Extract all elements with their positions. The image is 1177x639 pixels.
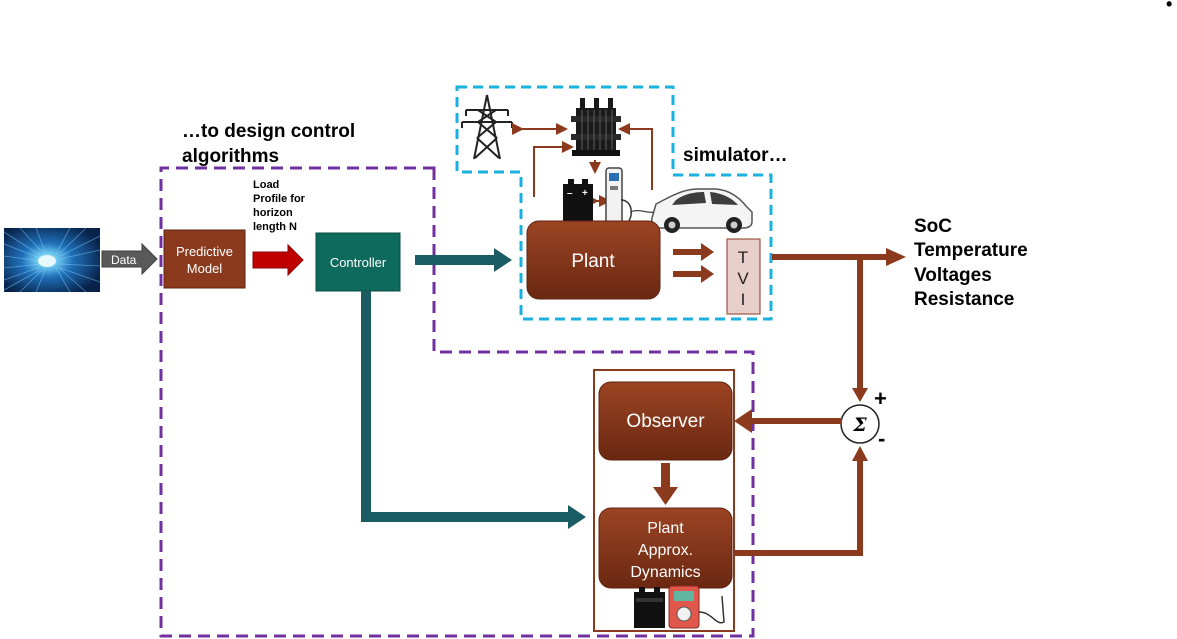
design-boundary-purple (159, 166, 755, 638)
tvi-i: I (741, 290, 746, 309)
load-profile-line1: Load (253, 179, 279, 191)
simulator-boundary-blue (455, 85, 773, 321)
power-tower-icon (461, 94, 513, 160)
electric-car-icon (629, 188, 753, 233)
minus-sign: - (878, 426, 885, 451)
battery-icon: – + (563, 179, 593, 224)
svg-text:–: – (567, 188, 573, 199)
output-soc: SoC (914, 216, 952, 237)
observer-label: Observer (626, 411, 705, 432)
load-profile-line3: horizon (253, 207, 293, 219)
grid-connection-arrows (512, 123, 653, 207)
load-profile-line2: Profile for (253, 193, 306, 205)
data-label: Data (111, 253, 137, 267)
predictive-model-line1: Predictive (176, 244, 233, 259)
tvi-sensor-box: T V I (726, 238, 761, 315)
output-temperature: Temperature (914, 240, 1028, 261)
output-resistance: Resistance (914, 289, 1014, 310)
data-tunnel-image (3, 227, 101, 293)
plant-to-sensor-arrows (673, 243, 714, 283)
observer-box: Observer (598, 381, 733, 461)
controller-to-approx-arrow (361, 291, 586, 529)
data-arrow: Data (101, 242, 158, 276)
tvi-t: T (738, 248, 748, 267)
corner-dot: • (1166, 0, 1172, 14)
sum-symbol: Σ (852, 414, 867, 436)
plant-label: Plant (571, 251, 615, 272)
tvi-v: V (737, 269, 749, 288)
observer-container (593, 369, 735, 632)
battery-icon-bottom (634, 587, 665, 628)
ev-charger-icon (603, 167, 633, 226)
approx-to-sum-arrow (735, 446, 868, 556)
svg-text:+: + (582, 188, 588, 199)
approx-line3: Dynamics (630, 564, 700, 581)
output-lines (772, 248, 906, 402)
sum-to-observer-arrow (734, 409, 842, 433)
load-profile-line4: length N (253, 221, 297, 233)
controller-label: Controller (330, 255, 387, 270)
controller-box: Controller (315, 232, 401, 292)
transformer-icon (571, 98, 621, 156)
output-voltages: Voltages (914, 265, 992, 286)
plus-sign: + (874, 386, 887, 411)
load-profile-arrow (252, 243, 304, 277)
predictive-model-line2: Model (187, 261, 223, 276)
approx-line1: Plant (647, 520, 684, 537)
approx-line2: Approx. (638, 542, 693, 559)
plant-approx-dynamics-box: Plant Approx. Dynamics (598, 507, 733, 589)
multimeter-icon (668, 585, 725, 629)
predictive-model-box: Predictive Model (163, 229, 246, 289)
observer-to-approx-arrow (653, 463, 678, 505)
design-heading-line1: …to design control (182, 121, 355, 142)
design-heading-line2: algorithms (182, 146, 279, 167)
simulator-heading: simulator… (683, 145, 788, 166)
controller-to-plant-arrow (415, 248, 512, 272)
plant-box: Plant (526, 220, 661, 300)
